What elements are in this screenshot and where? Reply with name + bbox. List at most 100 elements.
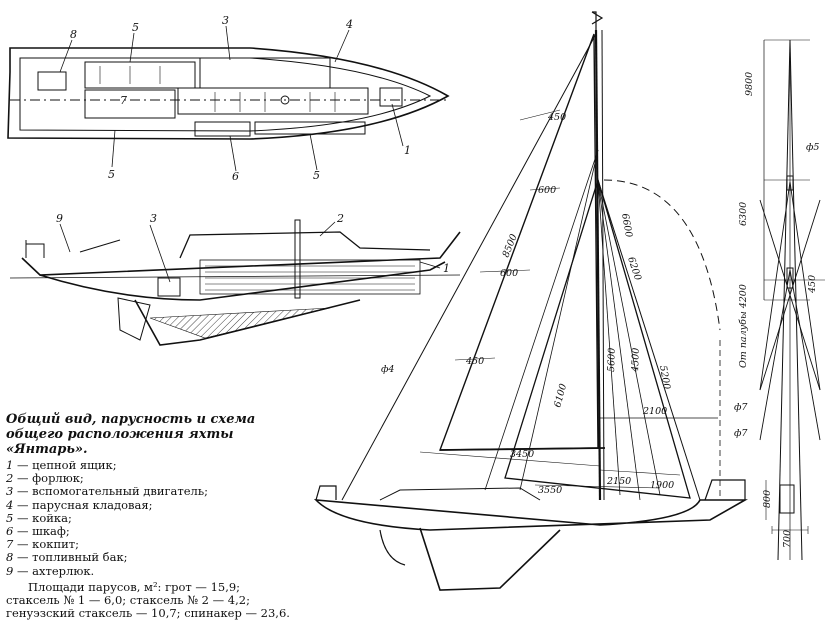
forestay	[597, 179, 701, 501]
sail-rudder	[379, 529, 406, 566]
legend-text: форлюк;	[32, 471, 84, 486]
plan-label-1: 1	[404, 144, 411, 157]
masthead-flag	[591, 11, 604, 30]
dim-450-low: 450	[465, 356, 484, 367]
legend-item: 2 — форлюк;	[6, 471, 84, 486]
legend-text: шкаф;	[32, 524, 70, 539]
mast-diagram	[759, 39, 825, 561]
deck-plan	[7, 25, 450, 172]
plan-label-5c: 5	[313, 169, 320, 182]
sail-dimensions: 450 600 8500 600 450 6100 6600 6200 5600…	[381, 112, 674, 496]
sail-areas: Площади парусов, м²: грот — 15,9; стаксе…	[6, 579, 290, 620]
mast-dim-6300: 6300	[738, 202, 749, 226]
profile-keel	[134, 299, 361, 346]
mast-dimensions: 9800 ф5 6300 От палубы 4200 450 ф7 ф7 80…	[734, 72, 819, 548]
profile-waterline	[9, 274, 461, 279]
profile-mast-stub	[294, 219, 301, 299]
profile-cabin-interior	[199, 259, 421, 295]
legend-text: цепной ящик;	[32, 458, 117, 472]
stern-pulpit	[315, 485, 337, 501]
plan-label-7: 7	[120, 94, 127, 107]
plan-labels: 8 5 3 4 7 1 5 6 5	[70, 14, 411, 183]
sail-keel	[419, 527, 561, 591]
dim-8500: 8500	[501, 233, 520, 260]
legend-number: 3	[6, 484, 14, 499]
legend-text: койка;	[32, 510, 72, 525]
caption-title: Общий вид, парусность и схема общего рас…	[6, 412, 256, 457]
mast-dim-800: 800	[762, 490, 773, 508]
profile-label-9: 9	[56, 212, 63, 225]
dim-5200: 5200	[657, 365, 672, 391]
plan-hull-outline	[7, 47, 450, 140]
dim-3450: 3450	[510, 449, 534, 460]
dim-600-a: 600	[538, 185, 556, 196]
mast-dim-phi7b: ф7	[734, 428, 748, 439]
legend-item: 5 — койка;	[6, 510, 72, 525]
legend-number: 1	[6, 458, 14, 472]
dim-5600: 5600	[606, 348, 618, 373]
figure-caption: Общий вид, парусность и схема общего рас…	[6, 412, 296, 620]
legend-number: 6	[6, 524, 14, 539]
legend-item: 8 — топливный бак;	[6, 550, 128, 565]
legend-list: 1 — цепной ящик;2 — форлюк;3 — вспомогат…	[6, 458, 296, 578]
mast-step-base	[779, 484, 795, 514]
plan-saloon	[177, 87, 369, 115]
plan-cockpit	[84, 89, 176, 119]
profile-hull-bottom	[39, 261, 446, 301]
legend-number: 7	[6, 537, 14, 552]
profile-engine	[157, 277, 181, 297]
plan-fuel-tank	[37, 71, 67, 91]
profile-label-1: 1	[443, 262, 450, 275]
legend-item: 3 — вспомогательный двигатель;	[6, 484, 208, 499]
plan-label-3: 3	[222, 14, 229, 27]
legend-item: 6 — шкаф;	[6, 524, 70, 539]
profile-rudder	[117, 297, 151, 341]
plan-label-8: 8	[70, 28, 77, 41]
dim-6100: 6100	[552, 383, 569, 409]
plan-mast-step	[280, 95, 290, 105]
sail-plan	[313, 11, 749, 591]
dim-6200: 6200	[625, 256, 643, 282]
legend-item: 9 — ахтерлюк.	[6, 563, 95, 578]
plan-bunk-port	[84, 61, 196, 89]
plan-hatch-lines	[99, 66, 336, 112]
shroud	[519, 149, 599, 491]
profile-sheer	[21, 231, 461, 276]
mast-2	[601, 29, 605, 501]
dim-1900: 1900	[650, 480, 674, 491]
legend-number: 8	[6, 550, 14, 565]
cabin-house	[379, 487, 541, 501]
legend-text: топливный бак;	[32, 550, 128, 565]
profile-label-2: 2	[336, 212, 344, 225]
boom	[439, 447, 606, 451]
mast-dim-450: 450	[807, 275, 818, 294]
dim-600-b: 600	[500, 268, 518, 279]
legend-text: ахтерлюк.	[32, 563, 95, 578]
profile-labels: 9 3 2 1	[56, 212, 450, 275]
inboard-profile	[9, 219, 461, 346]
plan-label-4: 4	[345, 18, 353, 31]
dim-2150: 2150	[606, 476, 631, 487]
plan-label-5b: 5	[108, 168, 115, 181]
plan-bunk-fwd	[199, 57, 331, 89]
legend-text: вспомогательный двигатель;	[32, 484, 208, 499]
legend-item: 4 — парусная кладовая;	[6, 497, 153, 512]
profile-keel-hatch	[149, 307, 331, 339]
profile-cabin-top	[179, 231, 431, 259]
spinnaker-arc	[603, 179, 721, 331]
jib	[504, 177, 691, 499]
plan-chain-locker	[379, 87, 403, 107]
mast-dim-phi5: ф5	[806, 142, 819, 153]
dim-4500: 4500	[630, 348, 642, 374]
mast-dim-4200: От палубы 4200	[738, 284, 749, 368]
dim-phi4: ф4	[381, 364, 394, 375]
profile-label-3: 3	[150, 212, 157, 225]
legend-number: 5	[6, 510, 14, 525]
profile-stern-rail	[25, 240, 45, 258]
dim-2100-label: 2100	[642, 406, 667, 417]
legend-number: 9	[6, 563, 14, 578]
mast-dim-700: 700	[782, 530, 793, 548]
bow-pulpit	[704, 479, 746, 501]
mast	[594, 29, 602, 501]
